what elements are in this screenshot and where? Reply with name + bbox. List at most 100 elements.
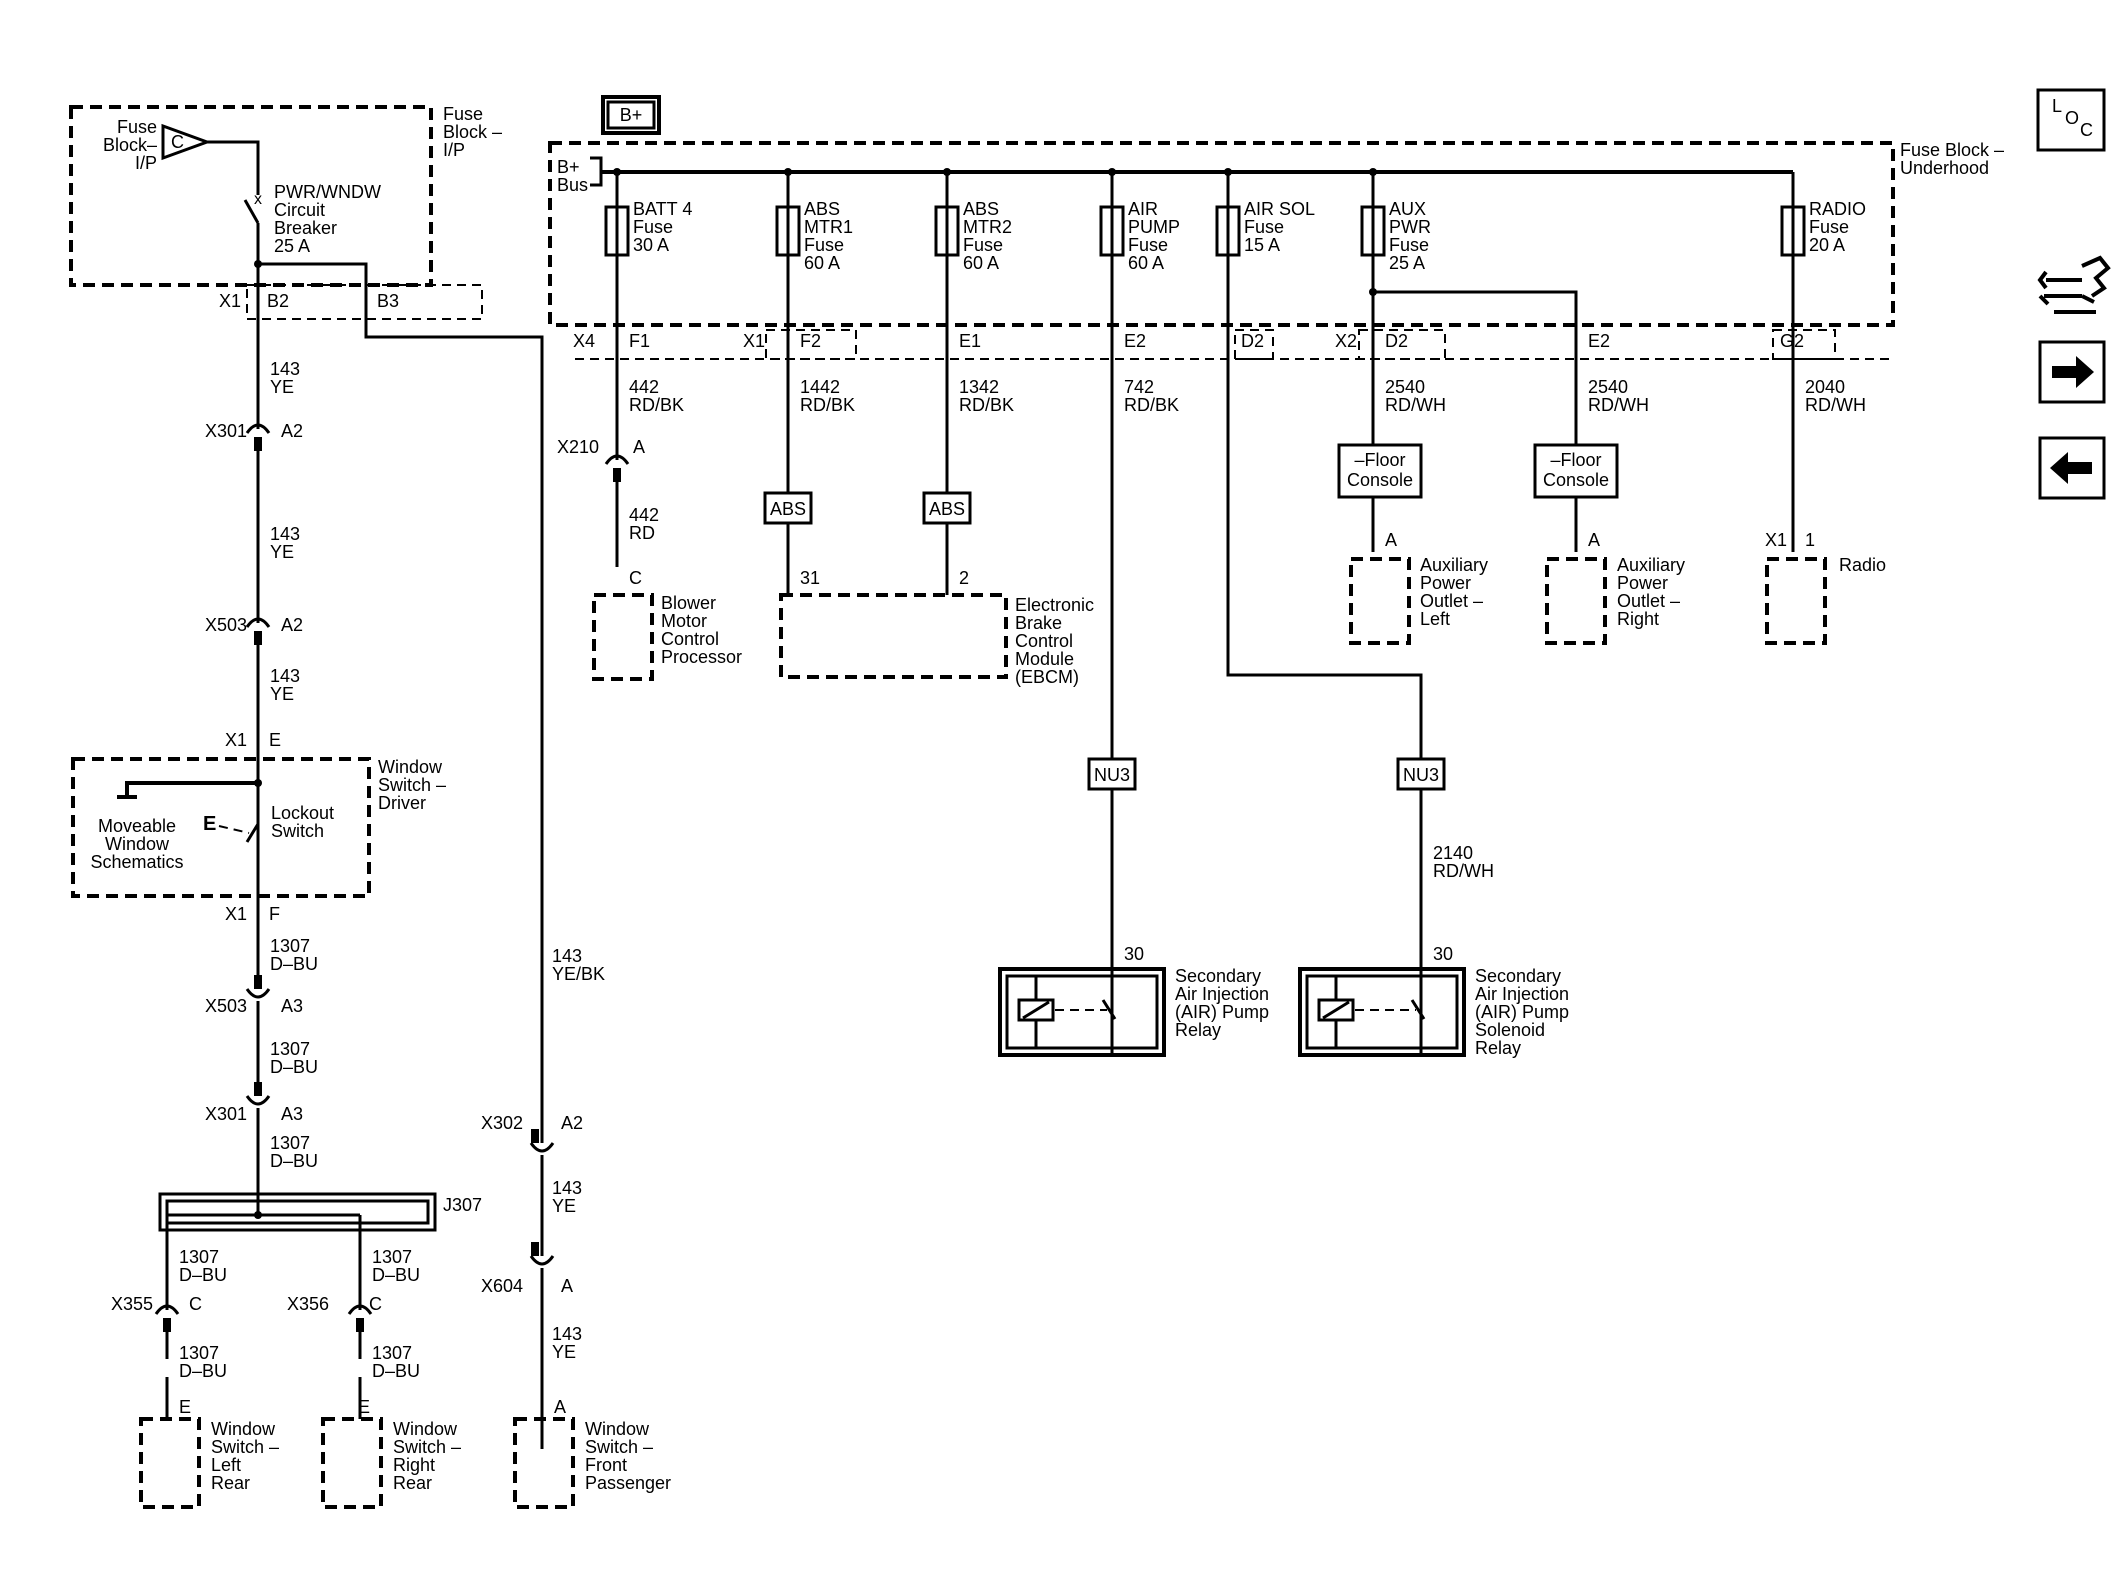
w1307f-2: D–BU (179, 1361, 227, 1381)
w442a-1: 442 (629, 377, 659, 397)
lockout-switch-symbol (245, 783, 260, 927)
pin-e2-b: E2 (1588, 331, 1610, 351)
air-pump-relay (998, 967, 1166, 1057)
power-window-circuit: Fuse Block – I/P Fuse Block– I/P C x PWR… (69, 104, 671, 1509)
x1-e-pin: E (269, 730, 281, 750)
x210-a-connector (604, 454, 630, 465)
fuse-radio: RADIO Fuse 20 A (1780, 172, 1866, 552)
fp-1: Window (585, 1419, 650, 1439)
breaker-label-4: 25 A (274, 236, 310, 256)
x356-pin: C (369, 1294, 382, 1314)
lr-1: Window (211, 1419, 276, 1439)
x604-pin: A (561, 1276, 573, 1296)
moveable-1: Moveable (98, 816, 176, 836)
abs-tag-1 (763, 491, 813, 525)
w1307f-1: 1307 (179, 1343, 219, 1363)
abs-tag-1-text: ABS (770, 499, 806, 519)
b-plus-source-box (601, 95, 661, 135)
x604-id: X604 (481, 1276, 523, 1296)
previous-page-arrow-icon[interactable] (2038, 436, 2106, 500)
svg-text:30 A: 30 A (633, 235, 669, 255)
abs-tag-2-text: ABS (929, 499, 965, 519)
svg-text:BATT 4: BATT 4 (633, 199, 692, 219)
w2140-1: 2140 (1433, 843, 1473, 863)
radio-conn-id: X1 (1765, 530, 1787, 550)
x1-label: X1 (219, 291, 241, 311)
aux-right-4: Right (1617, 609, 1659, 629)
w1342-1: 1342 (959, 377, 999, 397)
fuse-air-pump: AIR PUMP Fuse 60 A (1099, 168, 1180, 1055)
w442a-2: RD/BK (629, 395, 684, 415)
svg-text:Fuse: Fuse (804, 235, 844, 255)
connector-tool-icon[interactable] (2037, 255, 2111, 314)
wsd-title-1: Window (378, 757, 443, 777)
x1-f-pin: F (269, 904, 280, 924)
fuse-block-side-1: Fuse (117, 117, 157, 137)
x301-a2-id: X301 (205, 421, 247, 441)
x355-pin: C (189, 1294, 202, 1314)
floor-console-tag-1 (1337, 443, 1423, 499)
x503-a2-connector (245, 617, 271, 628)
aux-left-pin: A (1385, 530, 1397, 550)
w2040-1: 2040 (1805, 377, 1845, 397)
breaker-label-2: Circuit (274, 200, 325, 220)
window-switch-front-passenger (513, 1417, 575, 1509)
pin-d2-a: D2 (1241, 331, 1264, 351)
underhood-title-1: Fuse Block – (1900, 140, 2004, 160)
conn-x4: X4 (573, 331, 595, 351)
fuse-batt4: BATT 4 Fuse 30 A (604, 168, 692, 567)
svg-text:AIR: AIR (1128, 199, 1158, 219)
aux-left-4: Left (1420, 609, 1450, 629)
x301-a2-connector (245, 423, 271, 434)
fp-3: Front (585, 1455, 627, 1475)
w143b-2: YE (270, 542, 294, 562)
fuse-block-ip-title-1: Fuse (443, 104, 483, 124)
floor-2-b: Console (1543, 470, 1609, 490)
w442b-1: 442 (629, 505, 659, 525)
loc-c: C (2080, 120, 2093, 140)
svg-text:Fuse: Fuse (963, 235, 1003, 255)
breaker-label-1: PWR/WNDW (274, 182, 381, 202)
aux-power-outlet-left (1349, 557, 1411, 645)
x301-a3-pin: A3 (281, 1104, 303, 1124)
pin-e2: E2 (1124, 331, 1146, 351)
w1307a-1: 1307 (270, 936, 310, 956)
svg-text:ABS: ABS (804, 199, 840, 219)
x302-id: X302 (481, 1113, 523, 1133)
w143b-1: 143 (270, 524, 300, 544)
fuse-symbol (161, 123, 212, 161)
w2540a-2: RD/WH (1385, 395, 1446, 415)
air-pump-2: Air Injection (1175, 984, 1269, 1004)
loc-icon[interactable]: L O C (2036, 88, 2106, 152)
aux-right-1: Auxiliary (1617, 555, 1685, 575)
fuse-abs-mtr2: ABS MTR2 Fuse 60 A (934, 168, 1012, 595)
w143yebk-1: 143 (552, 946, 582, 966)
blower-motor-control-processor (592, 593, 654, 681)
fuse-block-side-2: Block– (103, 135, 157, 155)
x210-pin: A (633, 437, 645, 457)
svg-text:Fuse: Fuse (1128, 235, 1168, 255)
next-page-arrow-icon[interactable] (2038, 340, 2106, 404)
svg-text:Fuse: Fuse (1389, 235, 1429, 255)
nav-panel: L O C (2036, 88, 2111, 500)
air-pump-1: Secondary (1175, 966, 1261, 986)
fuse-aux-pwr: AUX PWR Fuse 25 A (1360, 168, 1578, 445)
w143e-2: YE (552, 1342, 576, 1362)
wsd-title-3: Driver (378, 793, 426, 813)
svg-text:PUMP: PUMP (1128, 217, 1180, 237)
fuse-block-ip-title-2: Block – (443, 122, 502, 142)
ebcm-module (779, 593, 1008, 679)
fuse-letter: C (171, 132, 184, 152)
window-switch-right-rear (321, 1417, 383, 1509)
w2540a-1: 2540 (1385, 377, 1425, 397)
w1307b-2: D–BU (270, 1057, 318, 1077)
x1-f-id: X1 (225, 904, 247, 924)
x301-a3-connector (245, 1095, 271, 1106)
w1307a-2: D–BU (270, 954, 318, 974)
lr-3: Left (211, 1455, 241, 1475)
air-sol-5: Relay (1475, 1038, 1521, 1058)
window-switch-driver-outline (71, 757, 371, 898)
svg-text:25 A: 25 A (1389, 253, 1425, 273)
rr-1: Window (393, 1419, 458, 1439)
